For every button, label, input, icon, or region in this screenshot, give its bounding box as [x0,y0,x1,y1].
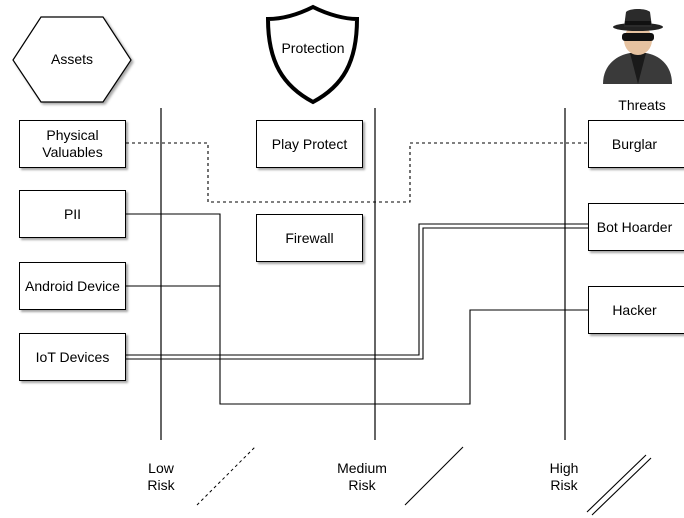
asset-label: Physical Valuables [42,127,103,160]
protection-label: Play Protect [271,135,348,152]
asset-android-device[interactable]: Android Device [19,262,126,310]
protection-title: Protection [281,39,345,56]
risk-label-line1: Low [148,460,174,476]
shield-icon [265,4,360,105]
connector-physical-burglar [126,142,588,203]
threat-bot-hoarder[interactable]: Bot Hoarder [588,203,684,251]
risk-label-line2: Risk [550,477,578,493]
high-risk-legend-line-a [586,454,647,513]
asset-physical-valuables[interactable]: Physical Valuables [19,120,126,168]
risk-label-line1: Medium [337,460,387,476]
asset-pii[interactable]: PII [19,190,126,238]
assets-hexagon [12,16,132,103]
asset-label: Android Device [25,277,120,294]
hacker-icon [603,9,672,84]
asset-label: IoT Devices [35,348,110,365]
low-risk-label: Low Risk [131,460,191,494]
protection-play-protect[interactable]: Play Protect [256,120,363,168]
threat-label: Burglar [611,135,658,152]
high-risk-legend-line-b [591,457,652,516]
threat-hacker[interactable]: Hacker [588,286,684,334]
connector-iot-bothoarder-a [126,223,588,356]
threats-title: Threats [618,97,666,113]
risk-label-line2: Risk [147,477,175,493]
medium-risk-legend-line [404,446,464,506]
protection-firewall[interactable]: Firewall [256,214,363,262]
risk-label-line2: Risk [348,477,376,493]
high-risk-label: High Risk [534,460,594,494]
protection-label: Firewall [285,229,334,246]
risk-label-line1: High [549,460,579,476]
connector-iot-bothoarder-b [126,227,588,360]
connector-pii-hacker [126,213,588,405]
threat-label: Bot Hoarder [596,218,673,235]
threat-burglar[interactable]: Burglar [588,120,684,168]
medium-risk-label: Medium Risk [327,460,397,494]
asset-label: PII [63,205,82,222]
assets-title: Assets [50,51,93,67]
asset-iot-devices[interactable]: IoT Devices [19,333,126,381]
threat-label: Hacker [612,301,657,318]
low-risk-legend-line [196,446,256,506]
